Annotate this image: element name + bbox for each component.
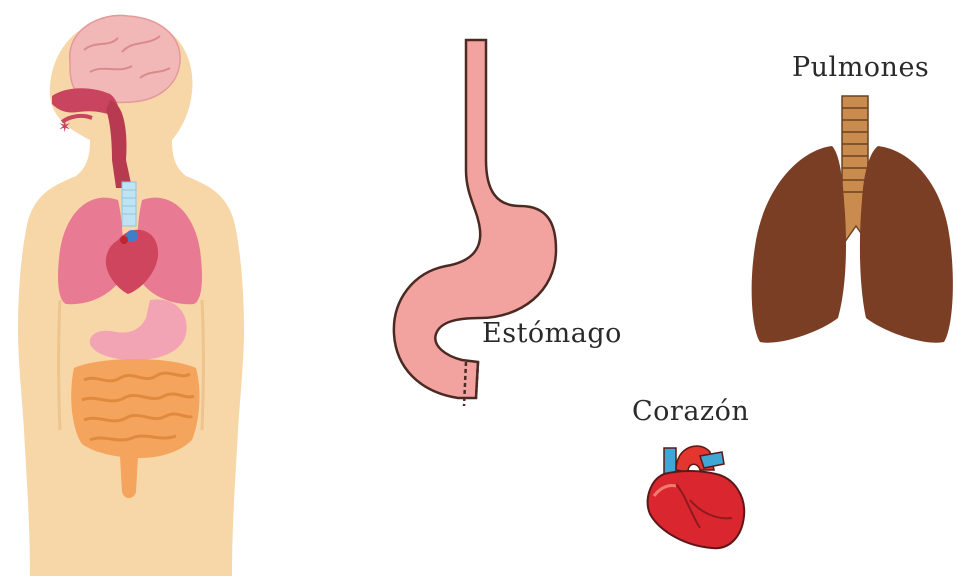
trachea-small (122, 182, 136, 226)
lung-left (752, 146, 846, 343)
human-body-figure: ✶ (18, 15, 244, 576)
lung-right (860, 146, 953, 343)
intestines (71, 359, 199, 458)
svg-text:✶: ✶ (58, 117, 71, 136)
rectum (120, 456, 138, 498)
lungs-label: Pulmones (792, 52, 929, 83)
stomach-label: Estómago (482, 318, 622, 349)
heart-body (648, 471, 745, 548)
heart-diagram (648, 446, 745, 548)
stomach-diagram (394, 40, 556, 406)
lungs-diagram (752, 96, 953, 343)
heart-label: Corazón (632, 396, 749, 427)
